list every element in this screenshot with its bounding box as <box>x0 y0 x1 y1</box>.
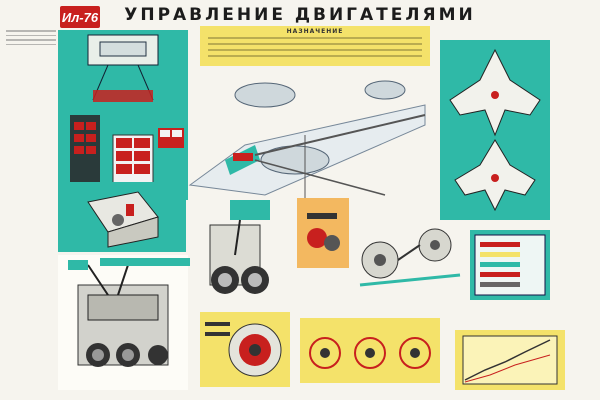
bottom-left-mechanism <box>58 255 188 390</box>
purpose-text <box>208 37 422 61</box>
linkage-drawing <box>87 191 159 248</box>
poster-title: УПРАВЛЕНИЕ ДВИГАТЕЛЯМИ <box>124 5 476 25</box>
pulley-drawing <box>209 200 270 294</box>
actuator-drawing <box>307 213 340 251</box>
aircraft-icon <box>188 80 426 205</box>
linkage-mechanism-panel <box>58 182 186 252</box>
engine-schematic-panel <box>440 40 550 220</box>
right-disc-mechanism <box>350 215 470 305</box>
wheel-drawing <box>205 322 282 377</box>
cockpit-panel-drawing <box>70 34 184 186</box>
yellow-wheel-panel <box>200 312 290 387</box>
parameter-table <box>474 234 546 296</box>
purpose-note: НАЗНАЧЕНИЕ <box>200 26 430 66</box>
mechanism-drawing <box>68 260 169 367</box>
orange-actuator-panel <box>297 198 349 268</box>
discs-row <box>309 337 431 369</box>
center-lower-mechanism <box>190 195 300 305</box>
left-sidebar-lines <box>6 30 56 390</box>
parameter-table-panel <box>470 230 550 300</box>
throttle-buttons <box>112 134 154 186</box>
bottom-disc-diagrams <box>300 318 440 383</box>
graph-panel <box>455 330 565 390</box>
model-badge: Ил-76 <box>60 6 100 28</box>
engine-schematic <box>449 48 541 212</box>
disc-drawing <box>359 228 461 287</box>
cockpit-panel <box>58 30 188 200</box>
left-control-column <box>70 115 100 185</box>
left-strip <box>100 258 190 266</box>
purpose-heading: НАЗНАЧЕНИЕ <box>286 28 344 35</box>
aircraft-diagram <box>185 65 435 215</box>
engine-icon <box>234 80 406 175</box>
graph-drawing <box>462 335 558 385</box>
